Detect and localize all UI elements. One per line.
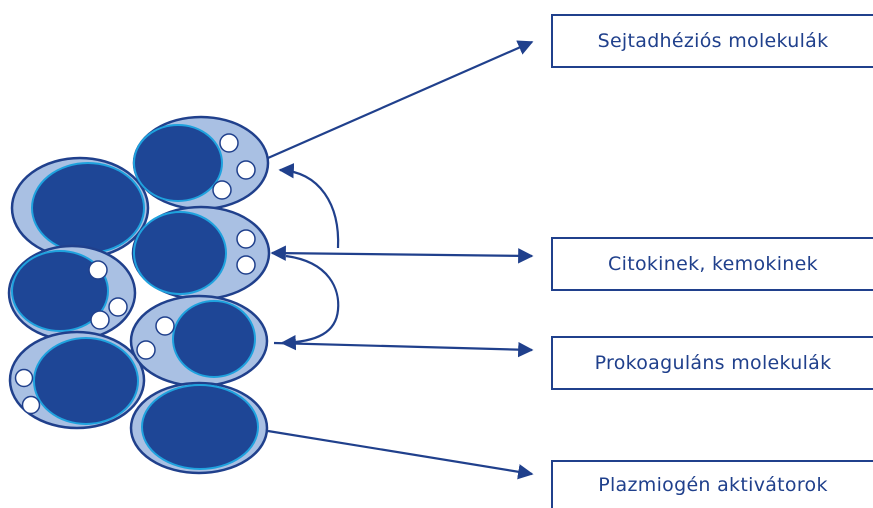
vesicle	[91, 311, 109, 329]
cell-right-bottom	[131, 383, 267, 473]
label-box-adhesion: Sejtadhéziós molekulák	[551, 14, 873, 68]
cell-right-upper-middle	[133, 207, 269, 299]
vesicle	[89, 261, 107, 279]
vesicle	[237, 161, 255, 179]
arrow-to-procoagulant	[274, 343, 532, 350]
cell-right-top	[134, 117, 268, 209]
curved-arrow-bottom	[282, 256, 338, 343]
vesicle	[156, 317, 174, 335]
curved-arrow-top	[280, 170, 338, 248]
arrow-to-cytokines	[272, 253, 532, 256]
vesicle	[237, 230, 255, 248]
label-box-procoagulant: Prokoaguláns molekulák	[551, 336, 873, 390]
vesicle	[16, 370, 33, 387]
vesicle	[137, 341, 155, 359]
cell-right-lower-middle	[131, 296, 267, 386]
vesicle	[109, 298, 127, 316]
label-adhesion-molecules: Sejtadhéziós molekulák	[598, 30, 829, 52]
vesicle	[213, 181, 231, 199]
label-procoagulant: Prokoaguláns molekulák	[595, 352, 832, 374]
label-plasminogen-activators: Plazmiogén aktivátorok	[598, 474, 828, 496]
vesicle	[237, 256, 255, 274]
cell-left-top	[12, 158, 148, 258]
arrow-to-plasminogen	[268, 431, 532, 474]
label-box-plasminogen: Plazmiogén aktivátorok	[551, 460, 873, 508]
arrow-to-adhesion	[268, 42, 532, 158]
cell-left-bottom	[10, 332, 144, 428]
label-box-cytokines: Citokinek, kemokinek	[551, 237, 873, 291]
cell-left-middle	[9, 246, 135, 340]
vesicle	[23, 397, 40, 414]
label-cytokines: Citokinek, kemokinek	[608, 253, 818, 275]
vesicle	[220, 134, 238, 152]
